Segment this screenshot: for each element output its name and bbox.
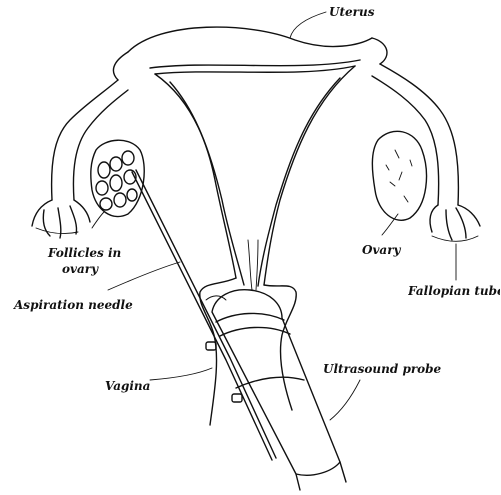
uterus-outline	[113, 27, 387, 290]
uterus-label: Uterus	[329, 5, 374, 19]
follicles-label-line2: ovary	[62, 262, 98, 276]
left-ovary-with-follicles	[91, 140, 144, 216]
ovary-label: Ovary	[362, 243, 401, 257]
left-fallopian-tube	[32, 80, 128, 238]
fallopian-tube-label: Fallopian tube	[408, 284, 500, 298]
vagina-label: Vagina	[105, 379, 150, 393]
vagina-outline	[200, 278, 296, 425]
ultrasound-probe-drawing	[206, 290, 346, 490]
aspiration-needle-label: Aspiration needle	[14, 298, 133, 312]
follicles-label-line1: Follicles in	[48, 246, 121, 260]
leader-lines	[92, 12, 456, 420]
right-ovary	[372, 131, 426, 220]
aspiration-needle-drawing	[132, 170, 276, 460]
ultrasound-probe-label: Ultrasound probe	[323, 362, 441, 376]
